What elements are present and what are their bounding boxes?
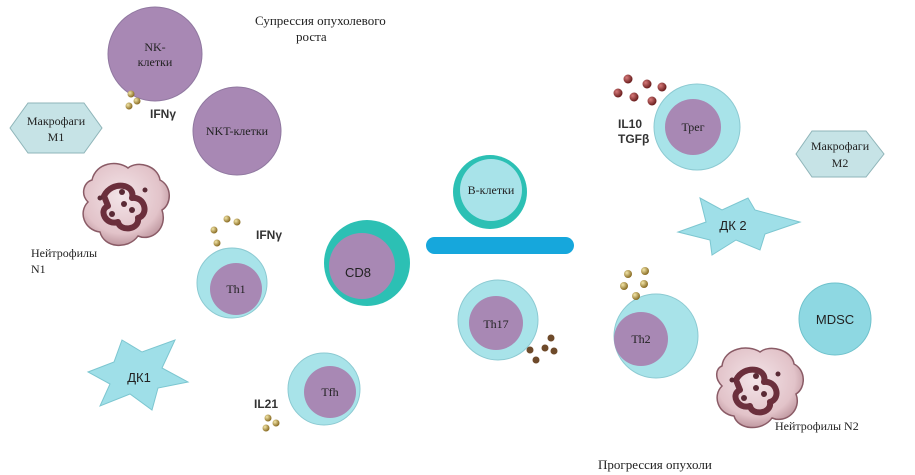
nk-cell: NK- клетки [107,6,203,102]
treg-cell-label: Трег [681,120,704,134]
neutrophil-n2-label: Нейтрофилы N2 [775,419,859,433]
nk-cell-label-1: NK- [144,40,165,54]
cytokine-ifng-label-2: IFNγ [256,228,283,242]
macrophage-m2: Макрофаги M2 [795,130,885,178]
macrophage-m2-label-1: Макрофаги [811,139,870,153]
th2-cell: Th2 [613,293,699,379]
th1-cell-label: Th1 [226,282,245,296]
dendritic-cell-2-label: ДК 2 [719,218,746,233]
cytokine-dots-il21 [262,414,280,432]
cytokine-dots-ifng-2 [210,215,241,247]
th17-cell: Th17 [457,279,539,361]
mdsc-cell-label: MDSC [816,312,854,327]
balance-bar [426,237,574,254]
th2-cell-label: Th2 [631,332,650,346]
cytokine-dots-il10-tgfb [613,74,667,106]
b-cell-label: B-клетки [468,183,515,197]
cytokine-dots-ifng-1 [125,90,141,110]
cytokine-il10-label: IL10 [618,117,643,131]
dendritic-cell-1: ДК1 [86,339,190,411]
cd8-cell: CD8 [324,220,410,306]
cytokine-il21-label: IL21 [254,397,279,411]
dendritic-cell-2: ДК 2 [676,197,802,256]
cytokine-tgfb-label: TGFβ [618,132,650,146]
th1-cell: Th1 [196,247,268,319]
th17-cell-label: Th17 [483,317,508,331]
macrophage-m2-label-2: M2 [832,156,849,170]
nk-cell-label-2: клетки [138,55,173,69]
macrophage-m1-label-1: Макрофаги [27,114,86,128]
progression-title: Прогрессия опухоли [598,457,712,472]
neutrophil-n1-icon [82,162,170,246]
nkt-cell: NKT-клетки [192,86,282,176]
neutrophil-n1-label-1: Нейтрофилы [31,246,97,260]
cytokine-ifng-label-1: IFNγ [150,107,177,121]
suppression-title-line-1: Супрессия опухолевого [255,13,386,28]
suppression-title-line-2: роста [296,29,327,44]
nkt-cell-label: NKT-клетки [206,124,269,138]
dendritic-cell-1-label: ДК1 [127,370,151,385]
cytokine-dots-th2 [620,267,649,300]
mdsc-cell: MDSC [798,282,872,356]
cytokine-dots-th17 [526,334,558,364]
neutrophil-n1-label-2: N1 [31,262,46,276]
cd8-cell-label: CD8 [345,265,371,280]
b-cell: B-клетки [453,155,527,229]
tfh-cell: Tfh [287,352,361,426]
neutrophil-n2-icon [716,347,804,429]
macrophage-m1-label-2: M1 [48,130,65,144]
treg-cell: Трег [653,83,741,171]
tfh-cell-label: Tfh [321,385,338,399]
macrophage-m1: Макрофаги M1 [9,102,103,154]
